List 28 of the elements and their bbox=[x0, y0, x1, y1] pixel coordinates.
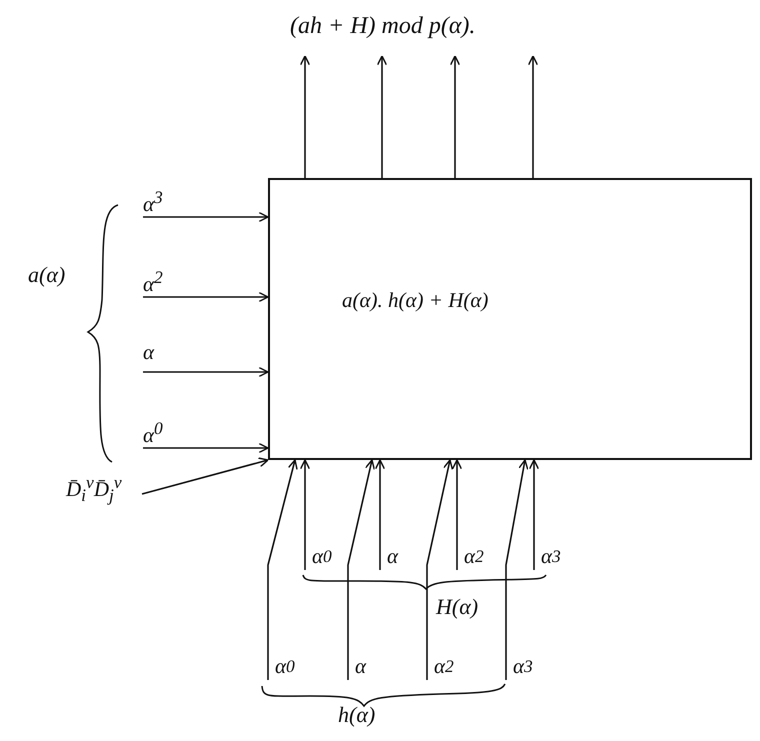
arrow bbox=[142, 457, 269, 495]
arrow bbox=[267, 459, 298, 680]
process-box: a(α). h(α) + H(α) bbox=[268, 178, 752, 460]
arrow bbox=[143, 212, 269, 222]
arrow bbox=[505, 459, 529, 680]
arrow bbox=[143, 442, 269, 454]
arrow bbox=[143, 292, 269, 302]
input-label: α$^{3}$ bbox=[143, 185, 179, 217]
arrow bbox=[528, 459, 540, 570]
arrow bbox=[347, 459, 376, 680]
arrow bbox=[374, 459, 386, 570]
input-label: α bbox=[348, 640, 384, 680]
input-label: α bbox=[380, 530, 416, 570]
arrow bbox=[452, 459, 462, 570]
input-label: α$^{2}$ bbox=[143, 265, 179, 297]
bus-label: H(α) bbox=[436, 594, 478, 620]
arrow bbox=[143, 366, 269, 378]
bus-label: a(α) bbox=[28, 262, 66, 288]
arrow bbox=[426, 459, 454, 680]
arrow bbox=[300, 459, 310, 570]
bus-label: h(α) bbox=[338, 702, 376, 728]
arrow bbox=[376, 55, 388, 178]
arrow bbox=[528, 55, 538, 178]
input-label: α bbox=[143, 340, 179, 372]
output-label: (ah + H) mod p(α). bbox=[290, 14, 590, 56]
arrow bbox=[450, 55, 460, 178]
arrow bbox=[300, 55, 310, 178]
input-label: α$^{0}$ bbox=[143, 416, 179, 448]
